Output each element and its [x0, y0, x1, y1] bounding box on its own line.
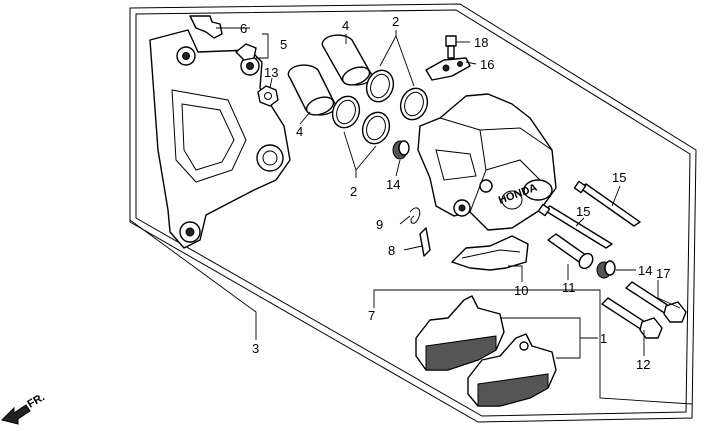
slide-pin-lower: [537, 203, 613, 249]
callout-11: 11: [562, 280, 576, 295]
caliper-bracket: [149, 29, 291, 249]
pad-spring-clip: [409, 207, 431, 257]
callout-16: 16: [480, 57, 494, 72]
pin-sleeve: [547, 233, 594, 270]
bracket-clip: [189, 15, 257, 61]
callout-1: 1: [600, 331, 607, 346]
callout-13: 13: [264, 65, 278, 80]
callout-15-upper: 15: [612, 170, 626, 185]
callout-14-lower: 14: [638, 263, 652, 278]
callout-4-upper: 4: [342, 18, 349, 33]
pin-boot-lower: [596, 260, 616, 279]
pin-boot-upper: [392, 140, 410, 160]
callout-5: 5: [280, 37, 287, 52]
caliper-body: HONDA: [417, 93, 557, 231]
piston-seal-set: [331, 69, 429, 145]
callout-6: 6: [240, 21, 247, 36]
caliper-piston-lower: [287, 64, 337, 116]
callout-12: 12: [636, 357, 650, 372]
callout-2-lower: 2: [350, 184, 357, 199]
callout-15-lower: 15: [576, 204, 590, 219]
callout-2-upper: 2: [392, 14, 399, 29]
retainer-bolt: [257, 85, 279, 107]
callout-17: 17: [656, 266, 670, 281]
callout-14-upper: 14: [386, 177, 400, 192]
callout-4-lower: 4: [296, 124, 303, 139]
callout-labels: 6 5 13 4 2 4 2 18 16 14 15 15 9 8 11 14 …: [240, 14, 670, 372]
callout-3: 3: [252, 341, 259, 356]
callout-10: 10: [514, 283, 528, 298]
caliper-piston-upper: [321, 34, 373, 86]
callout-9: 9: [376, 217, 383, 232]
brake-pad-outer: [415, 295, 505, 371]
assembly-boundary: [129, 3, 697, 423]
callout-8: 8: [388, 243, 395, 258]
slide-pin-upper: [573, 180, 641, 227]
front-direction-label: FR.: [26, 391, 47, 410]
pad-spring: [451, 235, 529, 271]
bleeder-valve: [425, 35, 471, 81]
caliper-bolt-lower: [601, 297, 663, 339]
front-arrow-icon: [1, 404, 31, 425]
callout-7: 7: [368, 308, 375, 323]
caliper-bolt-upper: [625, 281, 687, 323]
leader-lines: [129, 27, 693, 405]
front-direction-marker: FR.: [1, 391, 47, 425]
brake-pad-inner: [467, 333, 557, 407]
callout-18: 18: [474, 35, 488, 50]
